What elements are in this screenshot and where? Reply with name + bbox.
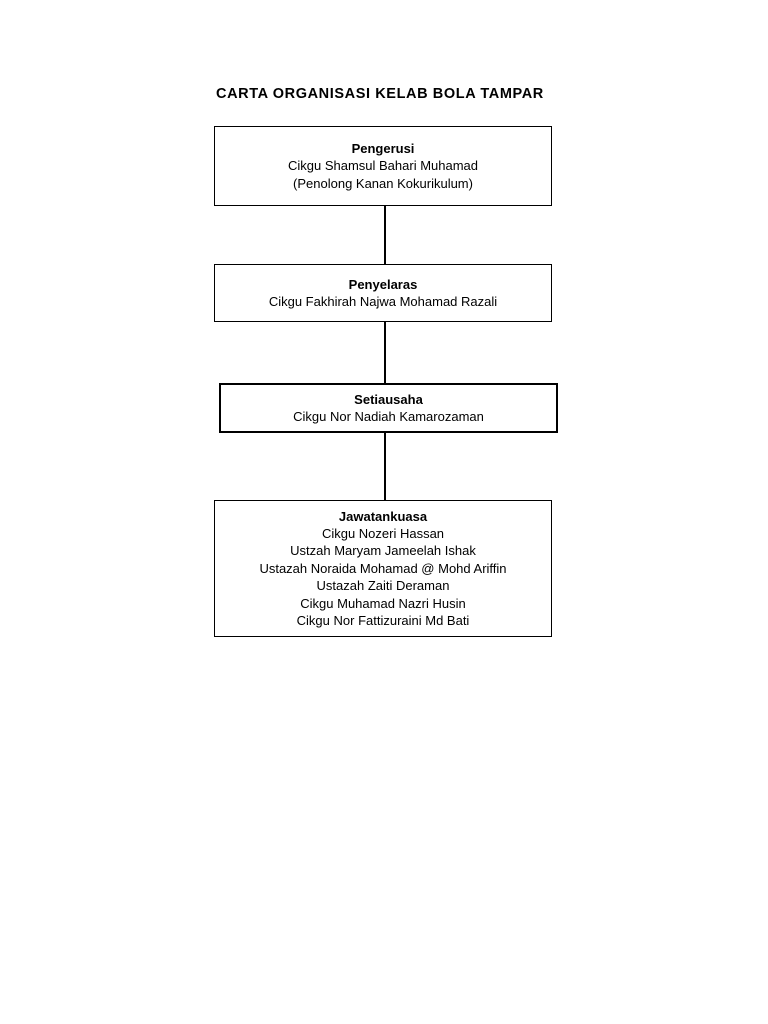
connector-penyelaras-setiausaha	[384, 321, 386, 384]
node-member-name: Cikgu Shamsul Bahari Muhamad	[287, 158, 479, 173]
node-role-label: Penyelaras	[348, 276, 418, 292]
node-member-name: Cikgu Nozeri Hassan	[321, 525, 445, 541]
page-title: CARTA ORGANISASI KELAB BOLA TAMPAR	[216, 86, 544, 102]
org-node-pengerusi: Pengerusi Cikgu Shamsul Bahari Muhamad (…	[214, 126, 552, 206]
node-role-label: Jawatankuasa	[338, 508, 428, 524]
connector-pengerusi-penyelaras	[384, 205, 386, 265]
node-role-label: Setiausaha	[354, 391, 423, 407]
org-node-jawatankuasa: Jawatankuasa Cikgu Nozeri Hassan Ustzah …	[214, 500, 552, 637]
node-member-name: Ustzah Maryam Jameelah Ishak	[290, 543, 476, 558]
org-node-setiausaha: Setiausaha Cikgu Nor Nadiah Kamarozaman	[219, 383, 558, 433]
node-member-name: Ustazah Zaiti Deraman	[316, 578, 450, 593]
node-role-label: Pengerusi	[351, 141, 415, 156]
node-member-name: Cikgu Muhamad Nazri Husin	[300, 595, 466, 611]
node-member-name: Cikgu Fakhirah Najwa Mohamad Razali	[268, 293, 498, 309]
node-member-name: Cikgu Nor Fattizuraini Md Bati	[296, 613, 470, 628]
node-member-name: Cikgu Nor Nadiah Kamarozaman	[293, 408, 484, 424]
node-member-name: Ustazah Noraida Mohamad @ Mohd Ariffin	[259, 560, 507, 576]
connector-setiausaha-jawatankuasa	[384, 432, 386, 501]
org-node-penyelaras: Penyelaras Cikgu Fakhirah Najwa Mohamad …	[214, 264, 552, 322]
node-member-name: (Penolong Kanan Kokurikulum)	[293, 175, 473, 191]
